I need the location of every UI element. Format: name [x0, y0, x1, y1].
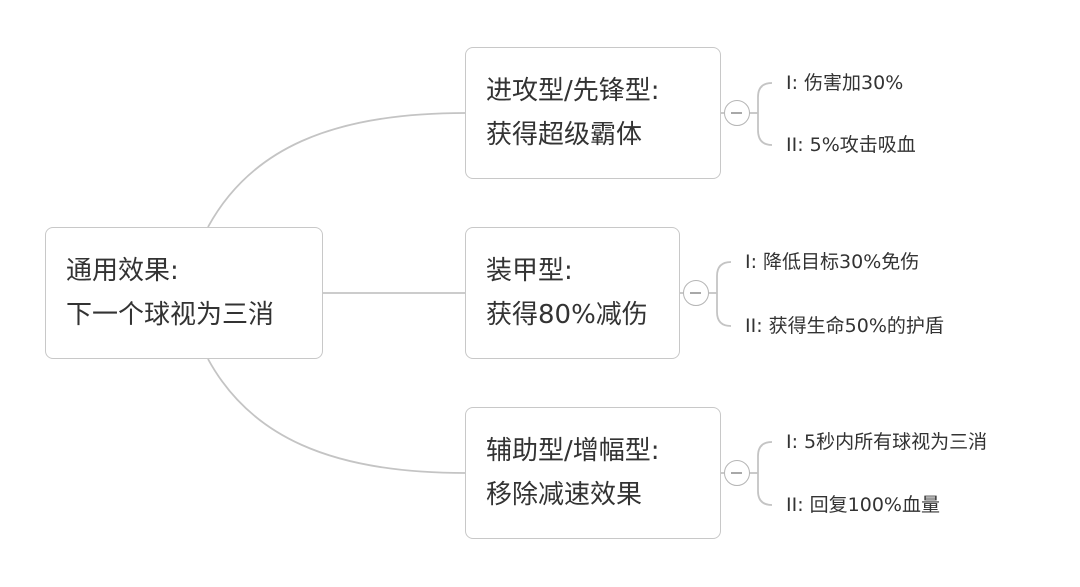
root-node[interactable]: 通用效果: 下一个球视为三消	[45, 227, 323, 359]
root-title: 通用效果:	[66, 256, 179, 286]
attack-leaf-1[interactable]: I: 伤害加30%	[786, 72, 904, 94]
collapse-attack-minus-icon[interactable]	[724, 100, 750, 126]
attack-type-node[interactable]: 进攻型/先锋型: 获得超级霸体	[465, 47, 721, 179]
bracket-armor	[716, 261, 732, 327]
support-type-node[interactable]: 辅助型/增幅型: 移除减速效果	[465, 407, 721, 539]
connector-root-support	[207, 358, 466, 474]
bracket-attack	[757, 82, 773, 146]
attack-type-title: 进攻型/先锋型:	[486, 76, 660, 106]
armor-type-node[interactable]: 装甲型: 获得80%减伤	[465, 227, 680, 359]
armor-leaf-2[interactable]: II: 获得生命50%的护盾	[745, 315, 944, 337]
connector-root-attack	[207, 112, 466, 228]
support-leaf-2[interactable]: II: 回复100%血量	[786, 494, 940, 516]
attack-type-effect: 获得超级霸体	[486, 120, 643, 150]
support-type-effect: 移除减速效果	[486, 480, 643, 510]
armor-leaf-1[interactable]: I: 降低目标30%免伤	[745, 251, 920, 273]
attack-leaf-2[interactable]: II: 5%攻击吸血	[786, 134, 916, 156]
bracket-support	[757, 441, 773, 506]
armor-type-title: 装甲型:	[486, 256, 573, 286]
root-subtitle: 下一个球视为三消	[66, 300, 275, 330]
armor-type-effect: 获得80%减伤	[486, 300, 648, 330]
support-type-title: 辅助型/增幅型:	[486, 436, 660, 466]
collapse-support-minus-icon[interactable]	[724, 460, 750, 486]
collapse-armor-minus-icon[interactable]	[683, 280, 709, 306]
support-leaf-1[interactable]: I: 5秒内所有球视为三消	[786, 431, 988, 453]
